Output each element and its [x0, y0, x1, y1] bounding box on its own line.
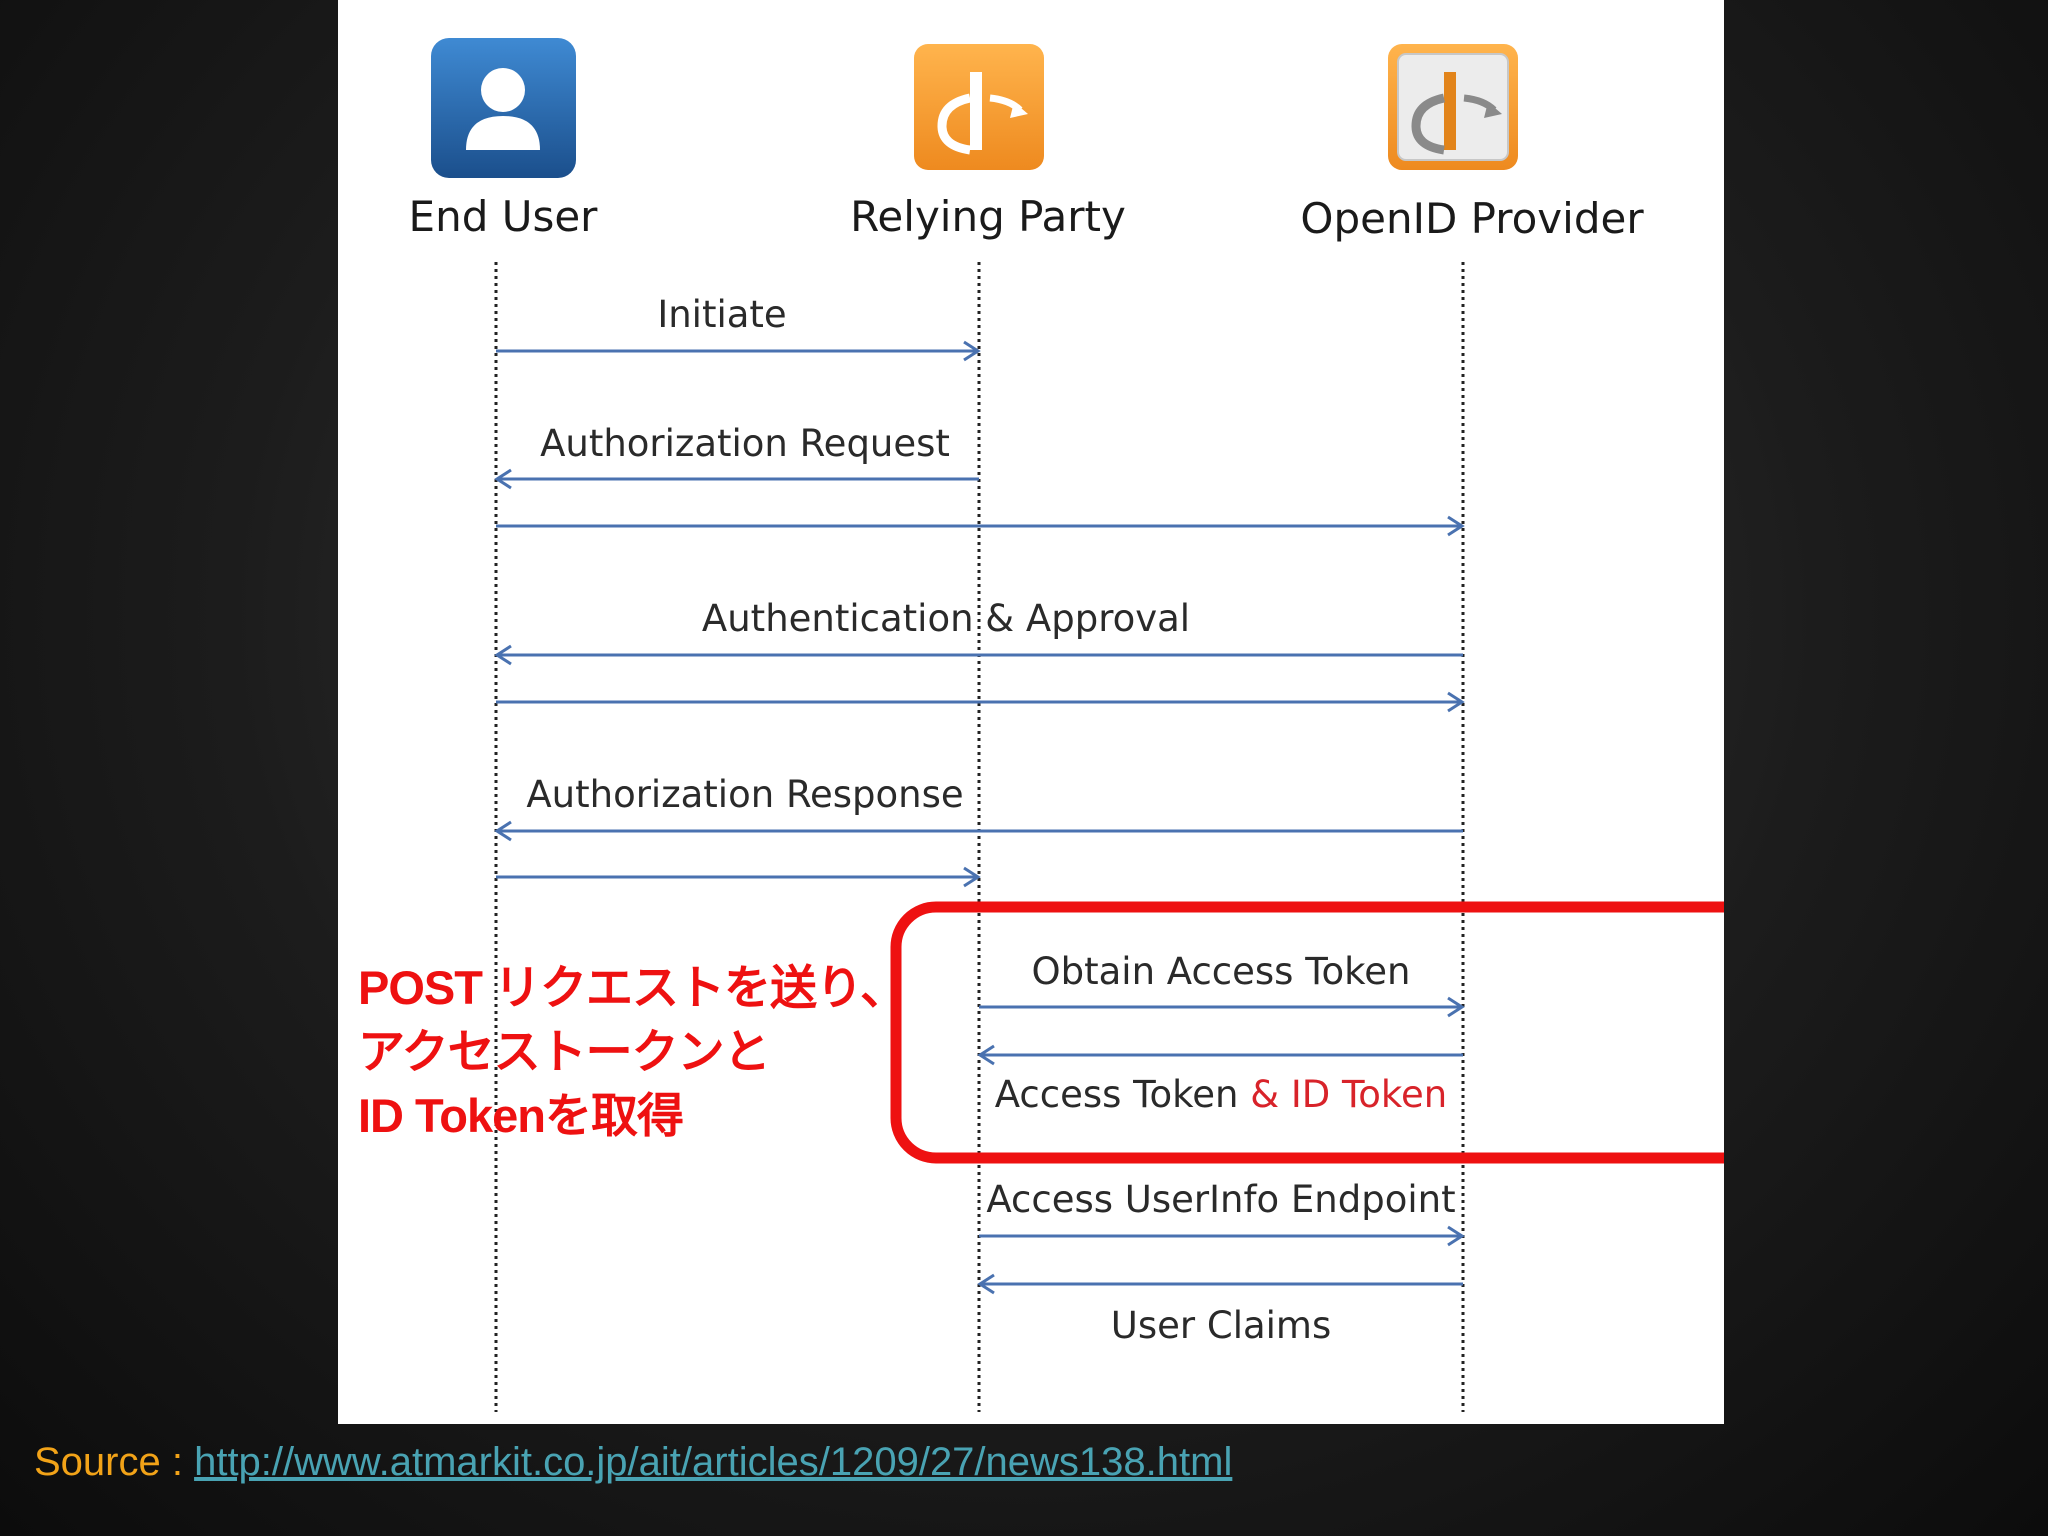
id-token-text: & ID Token — [1250, 1073, 1448, 1116]
arrow-user-claims — [977, 1273, 1463, 1295]
source-label: Source : — [34, 1440, 195, 1484]
arrow-authorization-response-to-rp — [496, 866, 981, 888]
openid-provider-openid-icon — [1388, 44, 1518, 170]
annotation-line-1: POST リクエストを送り、 — [358, 961, 907, 1014]
arrow-access-token-response — [977, 1044, 1463, 1066]
arrow-obtain-access-token — [979, 996, 1465, 1018]
actor-end-user-label: End User — [408, 192, 598, 241]
message-initiate: Initiate — [657, 293, 787, 336]
diagram-canvas: End User Relying Party OpenID Provider I… — [338, 0, 1724, 1424]
message-authorization-request: Authorization Request — [540, 422, 950, 465]
end-user-icon — [431, 38, 576, 178]
arrow-approval-to-provider — [496, 691, 1465, 713]
message-access-token: Access Token & ID Token — [995, 1073, 1448, 1116]
highlight-box — [890, 901, 1724, 1164]
relying-party-openid-icon — [914, 44, 1044, 170]
actor-openid-provider-label: OpenID Provider — [1300, 194, 1644, 243]
sequence-diagram — [431, 38, 1724, 1412]
arrow-authorization-request-to-provider — [496, 515, 1465, 537]
arrow-authorization-request-to-user — [494, 468, 979, 490]
message-user-claims: User Claims — [1110, 1304, 1332, 1347]
arrow-initiate — [496, 340, 981, 362]
message-obtain-access-token: Obtain Access Token — [1031, 950, 1411, 993]
access-token-text: Access Token — [994, 1073, 1239, 1116]
annotation-text: POST リクエストを送り、 アクセストークンと ID Tokenを取得 — [358, 956, 907, 1148]
source-footer: Source : http://www.atmarkit.co.jp/ait/a… — [34, 1440, 1232, 1485]
message-authentication-approval: Authentication & Approval — [701, 597, 1191, 640]
annotation-line-2: アクセストークンと — [358, 1025, 771, 1078]
arrow-authentication-to-user — [494, 644, 1463, 666]
message-access-userinfo-endpoint: Access UserInfo Endpoint — [986, 1178, 1456, 1221]
annotation-line-3: ID Tokenを取得 — [358, 1089, 684, 1142]
actor-relying-party-label: Relying Party — [850, 192, 1126, 241]
arrow-access-userinfo — [979, 1225, 1465, 1247]
source-link[interactable]: http://www.atmarkit.co.jp/ait/articles/1… — [194, 1440, 1233, 1484]
message-authorization-response: Authorization Response — [526, 773, 964, 816]
arrow-authorization-response-to-user — [494, 820, 1463, 842]
